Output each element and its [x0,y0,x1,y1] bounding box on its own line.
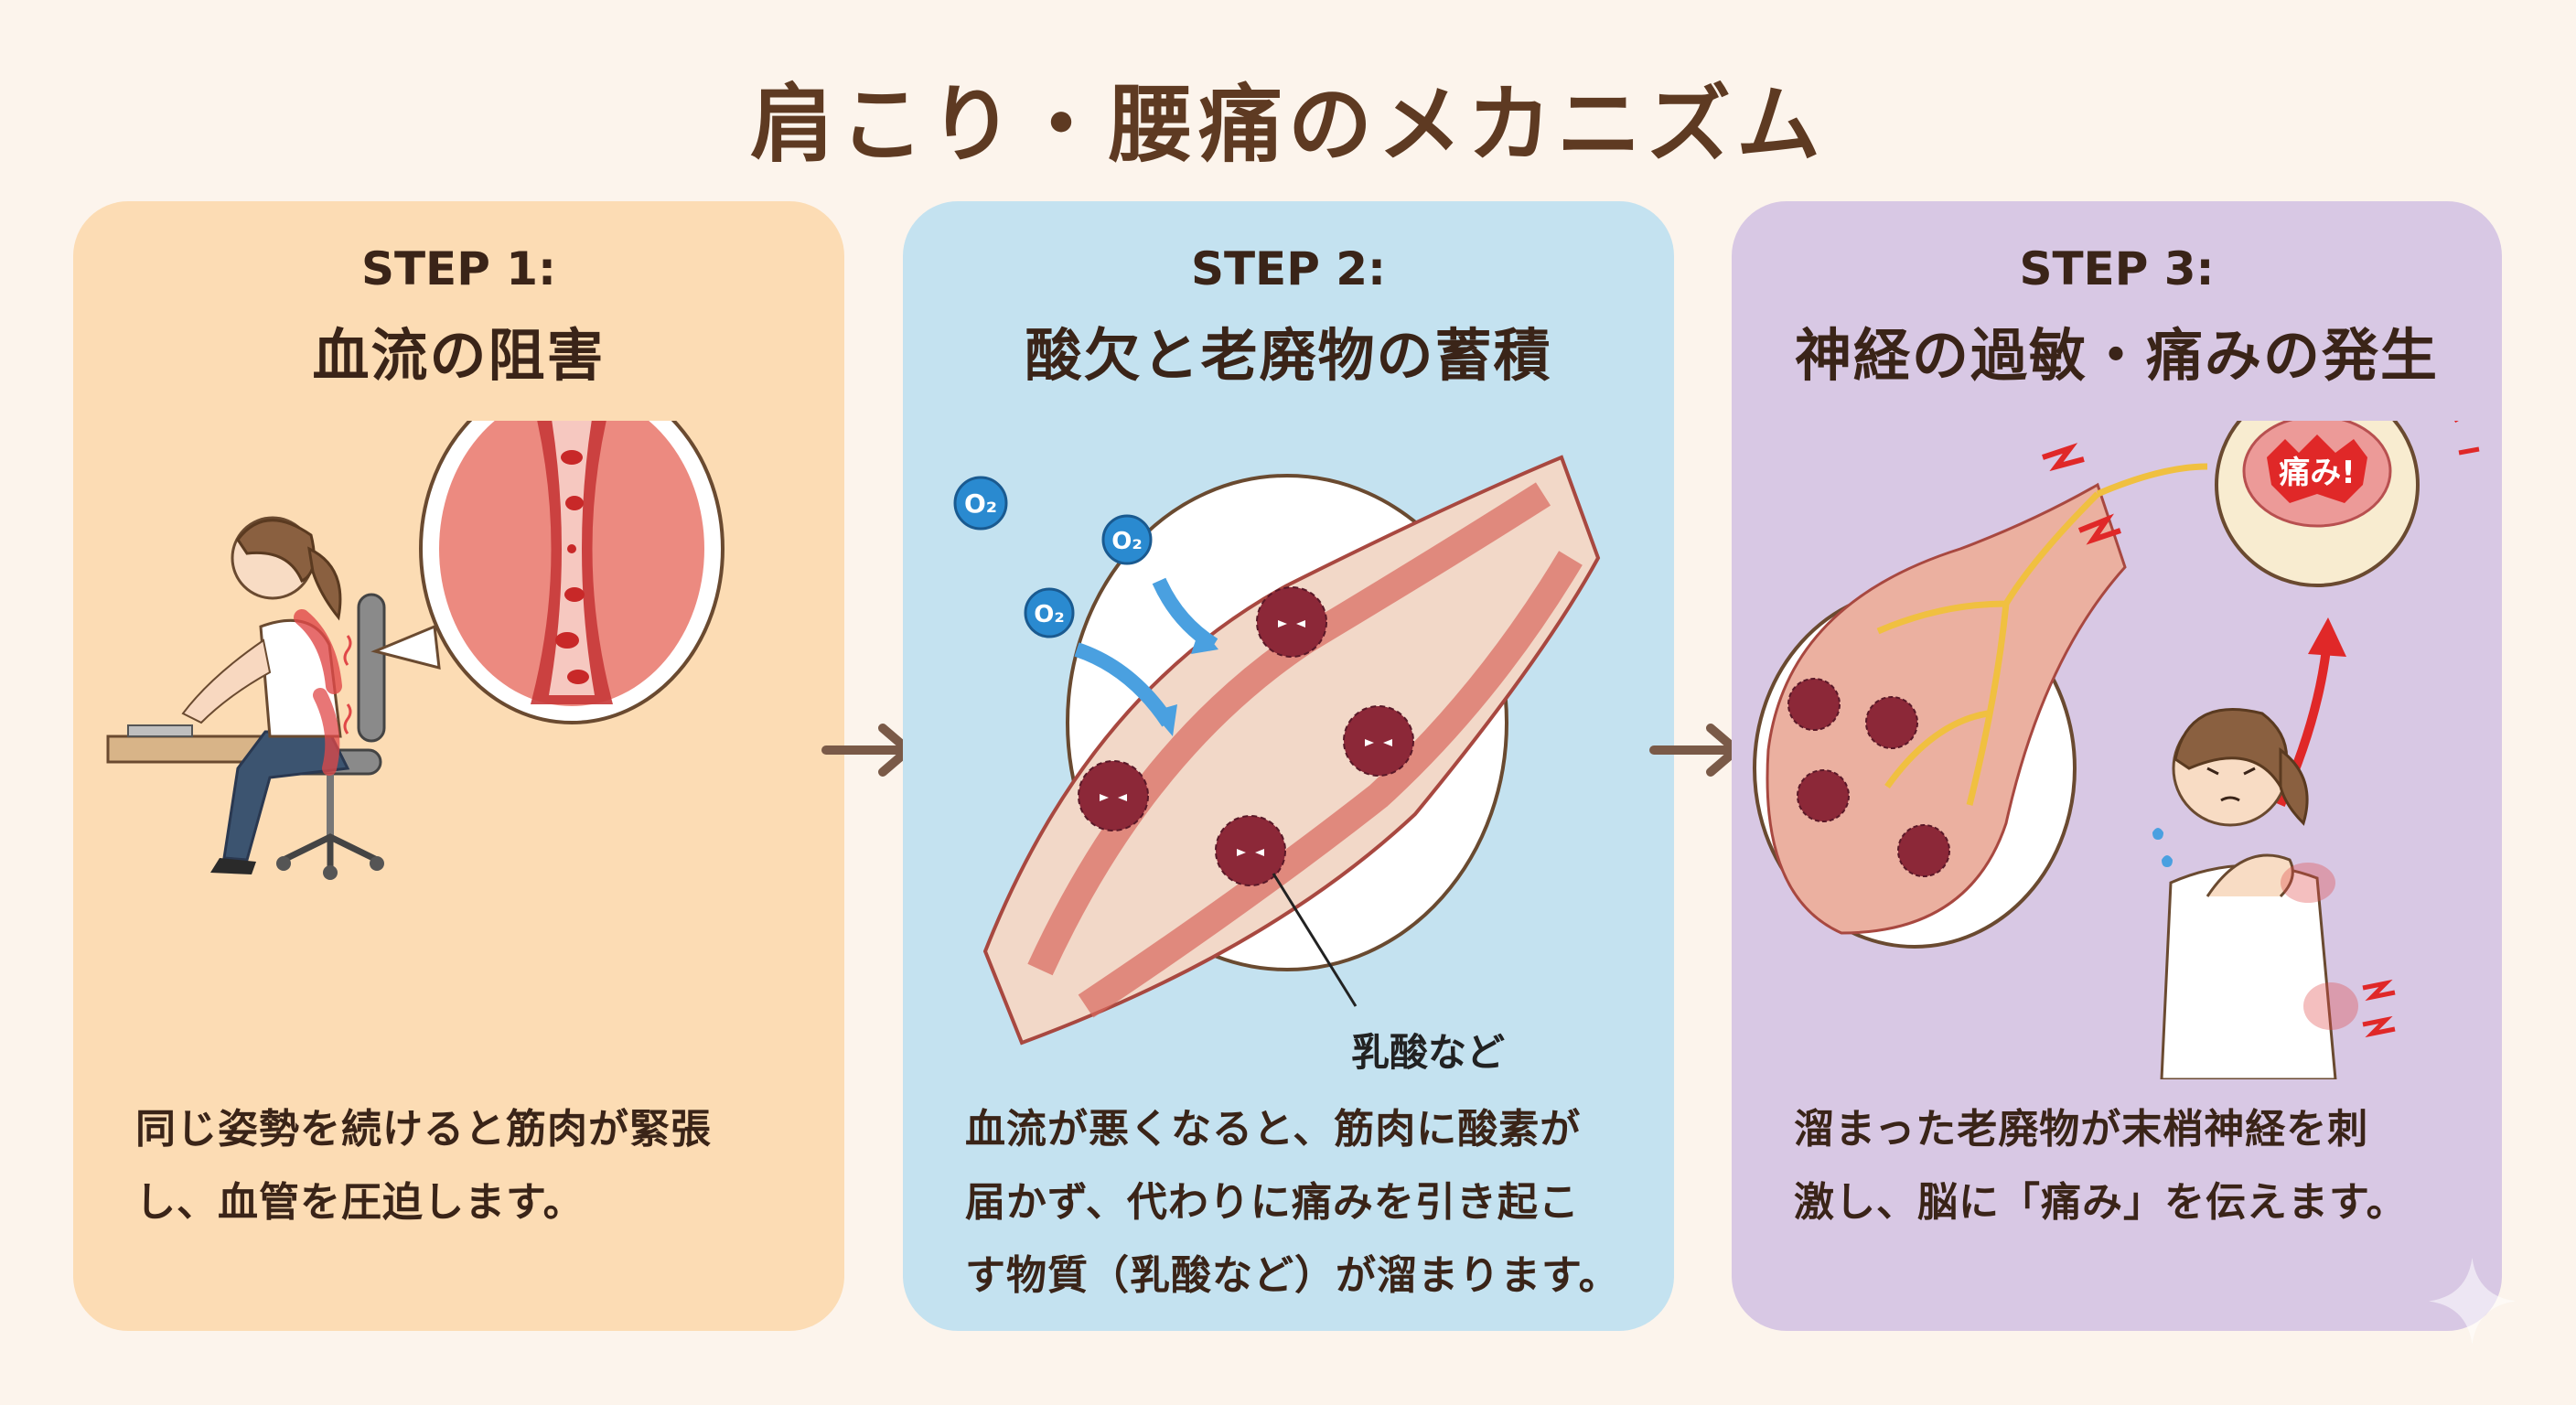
oxygen-label: O₂ [1111,528,1143,555]
page-title: 肩こり・腰痛のメカニズム [749,76,1826,174]
step-2-illustration: O₂ O₂ O₂ [903,421,1674,1079]
sparkle-icon [2429,1258,2516,1345]
step-3-illustration: 痛み! [1732,421,2502,1079]
brain-zoom-circle: 痛み! [2215,421,2480,587]
pain-callout-label: 痛み! [2279,455,2356,491]
waste-product-icons [1078,586,1414,886]
step-2-panel: STEP 2: 酸欠と老廃物の蓄積 O₂ O₂ O₂ [903,201,1674,1331]
step-3-label: STEP 3: [2019,242,2215,295]
office-chair-icon [276,593,386,880]
step-2-label: STEP 2: [1190,242,1387,295]
step-1-description-line: し、血管を圧迫します。 [135,1179,585,1226]
step-2-title: 酸欠と老廃物の蓄積 [1025,322,1552,389]
step-3-description-line: 激し、脳に「痛み」を伝えます。 [1794,1179,2408,1226]
muscle-zoom-circle [1753,482,2127,949]
step-3-title: 神経の過敏・痛みの発生 [1794,322,2439,389]
woman-at-desk-illustration [106,421,724,880]
lightning-icon [2362,979,2396,1002]
muscle-with-waste-illustration: O₂ O₂ O₂ [953,455,1601,1075]
sweat-drop-icon [2152,828,2163,840]
lightning-icon [2042,443,2085,472]
lightning-icon [2362,1015,2396,1038]
blood-vessel-zoom-bubble [370,421,724,724]
nerve-icon [1876,491,2100,806]
oxygen-molecule-icon: O₂ [1101,514,1153,565]
waste-product-icons [1787,678,1950,877]
oxygen-label: O₂ [1034,601,1065,628]
alert-lines-icon [2454,421,2480,456]
oxygen-molecule-icon: O₂ [953,476,1008,531]
step-2-description: 血流が悪くなると、筋肉に酸素が 届かず、代わりに痛みを引き起こ す物質（乳酸など… [965,1093,1637,1313]
woman-in-pain-figure [2152,708,2396,1079]
step-1-panel: STEP 1: 血流の阻害 [73,201,844,1331]
oxygen-molecule-icon: O₂ [1024,587,1075,638]
lactic-acid-label: 乳酸など [1351,1030,1505,1075]
step-1-description-line: 同じ姿勢を続けると筋肉が緊張 [135,1106,712,1153]
nerve-signal-line [2096,463,2208,498]
step-1-description: 同じ姿勢を続けると筋肉が緊張 し、血管を圧迫します。 [135,1093,808,1239]
nerve-pain-illustration: 痛み! [1753,421,2480,1079]
step-1-label: STEP 1: [360,242,557,295]
step-2-description-line: 血流が悪くなると、筋肉に酸素が [965,1106,1582,1153]
step-3-description-line: 溜まった老廃物が末梢神経を刺 [1794,1106,2369,1153]
lightning-icon [2077,513,2121,545]
woman-figure [181,516,352,874]
step-3-panel: STEP 3: 神経の過敏・痛みの発生 [1732,201,2502,1331]
step-1-illustration [73,421,844,1079]
step-3-description: 溜まった老廃物が末梢神経を刺 激し、脳に「痛み」を伝えます。 [1794,1093,2465,1239]
step-2-description-line: す物質（乳酸など）が溜まります。 [965,1252,1620,1299]
callout-line [1272,873,1358,1007]
oxygen-label: O₂ [964,488,997,519]
step-1-title: 血流の阻害 [312,322,606,389]
sweat-drop-icon [2162,855,2173,867]
step-2-description-line: 届かず、代わりに痛みを引き起こ [965,1179,1580,1226]
